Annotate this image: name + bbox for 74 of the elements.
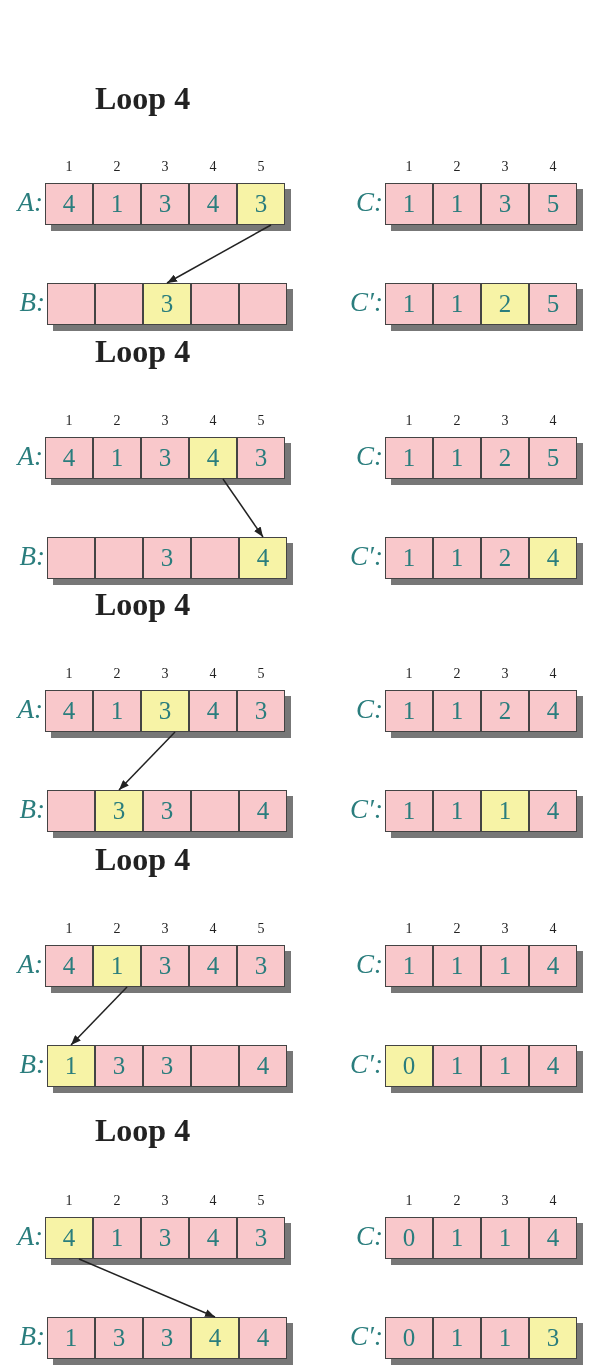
index-number: 4	[208, 413, 218, 429]
index-number: 1	[404, 666, 414, 682]
index-number: 2	[112, 159, 122, 175]
index-number: 3	[500, 921, 510, 937]
array-name-label: B:	[18, 1321, 45, 1352]
array-name-label: A:	[15, 694, 43, 725]
arrow	[118, 731, 176, 791]
array-name-label: B:	[18, 1049, 45, 1080]
index-number: 3	[160, 413, 170, 429]
array-name-label: A:	[15, 949, 43, 980]
index-number: 2	[112, 1193, 122, 1209]
index-number: 1	[64, 1193, 74, 1209]
index-number: 5	[256, 413, 266, 429]
index-number: 3	[160, 666, 170, 682]
panel-title: Loop 4	[95, 841, 191, 878]
index-number: 5	[256, 1193, 266, 1209]
array-name-label: C′:	[349, 1049, 383, 1080]
array-name-label: C′:	[349, 287, 383, 318]
index-number: 2	[112, 413, 122, 429]
index-number: 4	[548, 921, 558, 937]
index-number: 3	[500, 413, 510, 429]
index-number: 1	[64, 666, 74, 682]
index-number: 2	[112, 666, 122, 682]
panel-title: Loop 4	[95, 1112, 191, 1149]
index-number: 3	[160, 921, 170, 937]
array-name-label: C:	[355, 949, 383, 980]
array-name-label: B:	[18, 541, 45, 572]
index-number: 4	[208, 159, 218, 175]
index-number: 1	[64, 413, 74, 429]
index-number: 1	[404, 413, 414, 429]
arrow	[78, 1258, 216, 1318]
array-name-label: C′:	[349, 1321, 383, 1352]
array-name-label: C:	[355, 187, 383, 218]
array-name-label: C:	[355, 1221, 383, 1252]
index-number: 1	[64, 921, 74, 937]
index-number: 4	[548, 159, 558, 175]
index-number: 5	[256, 666, 266, 682]
index-number: 4	[208, 666, 218, 682]
index-number: 4	[548, 413, 558, 429]
arrow	[222, 478, 264, 538]
array-name-label: B:	[18, 287, 45, 318]
index-number: 4	[548, 666, 558, 682]
panel-title: Loop 4	[95, 333, 191, 370]
index-number: 4	[208, 921, 218, 937]
panel-title: Loop 4	[95, 80, 191, 117]
index-number: 2	[452, 666, 462, 682]
array-name-label: C′:	[349, 794, 383, 825]
array-name-label: C:	[355, 441, 383, 472]
index-number: 3	[500, 666, 510, 682]
index-number: 2	[452, 921, 462, 937]
panel-title: Loop 4	[95, 586, 191, 623]
index-number: 2	[452, 1193, 462, 1209]
array-name-label: A:	[15, 441, 43, 472]
index-number: 3	[160, 1193, 170, 1209]
array-name-label: C′:	[349, 541, 383, 572]
arrow	[70, 986, 128, 1046]
index-number: 1	[64, 159, 74, 175]
index-number: 2	[452, 159, 462, 175]
array-name-label: C:	[355, 694, 383, 725]
index-number: 1	[404, 1193, 414, 1209]
index-number: 2	[112, 921, 122, 937]
index-number: 4	[548, 1193, 558, 1209]
array-name-label: A:	[15, 1221, 43, 1252]
index-number: 3	[500, 1193, 510, 1209]
array-name-label: B:	[18, 794, 45, 825]
index-number: 4	[208, 1193, 218, 1209]
index-number: 5	[256, 921, 266, 937]
array-name-label: A:	[15, 187, 43, 218]
index-number: 5	[256, 159, 266, 175]
index-number: 3	[500, 159, 510, 175]
index-number: 2	[452, 413, 462, 429]
index-number: 3	[160, 159, 170, 175]
index-number: 1	[404, 921, 414, 937]
index-number: 1	[404, 159, 414, 175]
